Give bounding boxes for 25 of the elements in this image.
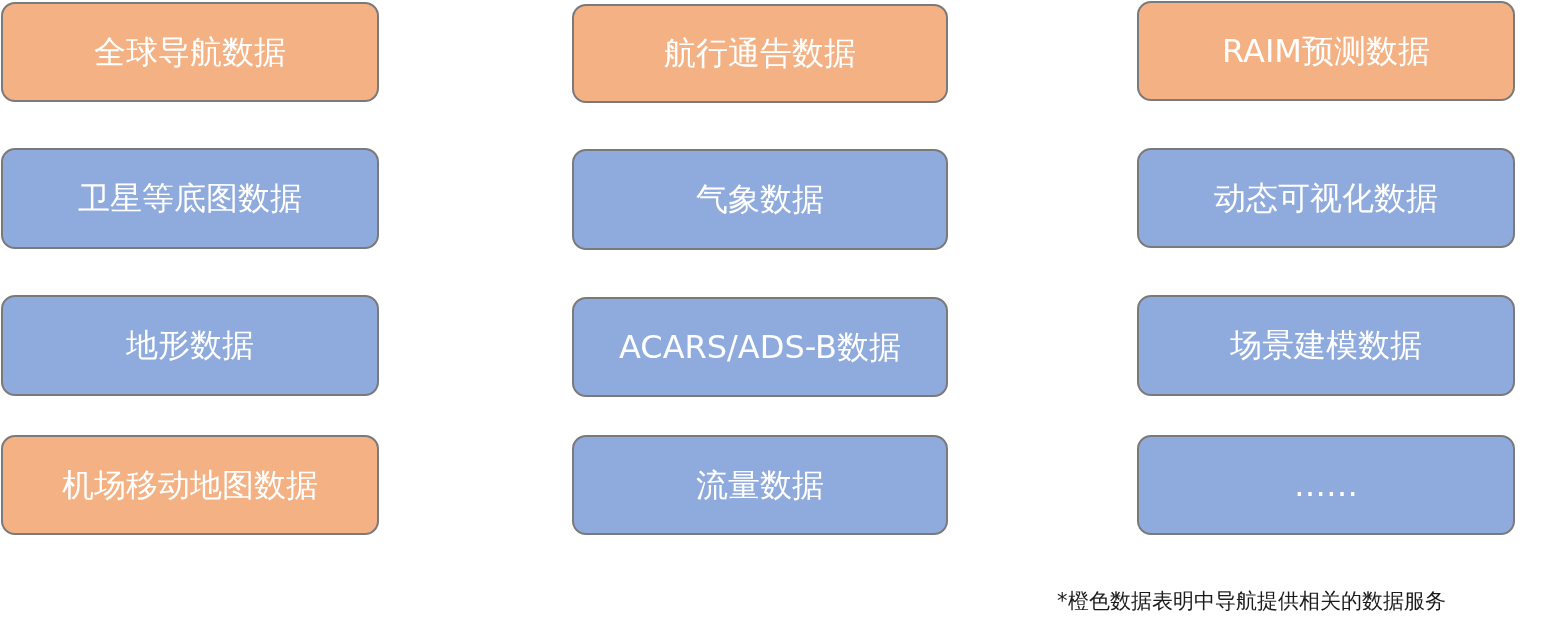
data-box xyxy=(572,4,948,103)
footnote: *橙色数据表明中导航提供相关的数据服务 xyxy=(1057,589,1446,615)
data-box xyxy=(1137,435,1515,535)
data-box xyxy=(1137,1,1515,101)
data-box xyxy=(1137,148,1515,248)
data-label: 流量数据 xyxy=(696,465,824,505)
data-label: 全球导航数据 xyxy=(94,32,286,72)
data-label: 场景建模数据 xyxy=(1230,326,1422,365)
data-label: 气象数据 xyxy=(696,180,824,219)
data-box xyxy=(572,297,948,397)
data-label: 航行通告数据 xyxy=(664,34,856,73)
data-box xyxy=(572,435,948,535)
data-label: 地形数据 xyxy=(126,326,254,365)
data-label: RAIM预测数据 xyxy=(1222,31,1430,71)
data-label: 卫星等底图数据 xyxy=(78,179,302,218)
data-label: ACARS/ADS-B数据 xyxy=(618,327,902,367)
data-box xyxy=(1,148,379,249)
data-box xyxy=(1,295,379,396)
data-label: 动态可视化数据 xyxy=(1214,178,1438,218)
data-box xyxy=(1,435,379,535)
data-box xyxy=(1137,295,1515,396)
data-label: …… xyxy=(1294,465,1358,505)
data-box xyxy=(572,149,948,250)
data-box xyxy=(1,2,379,102)
data-label: 机场移动地图数据 xyxy=(62,465,318,505)
